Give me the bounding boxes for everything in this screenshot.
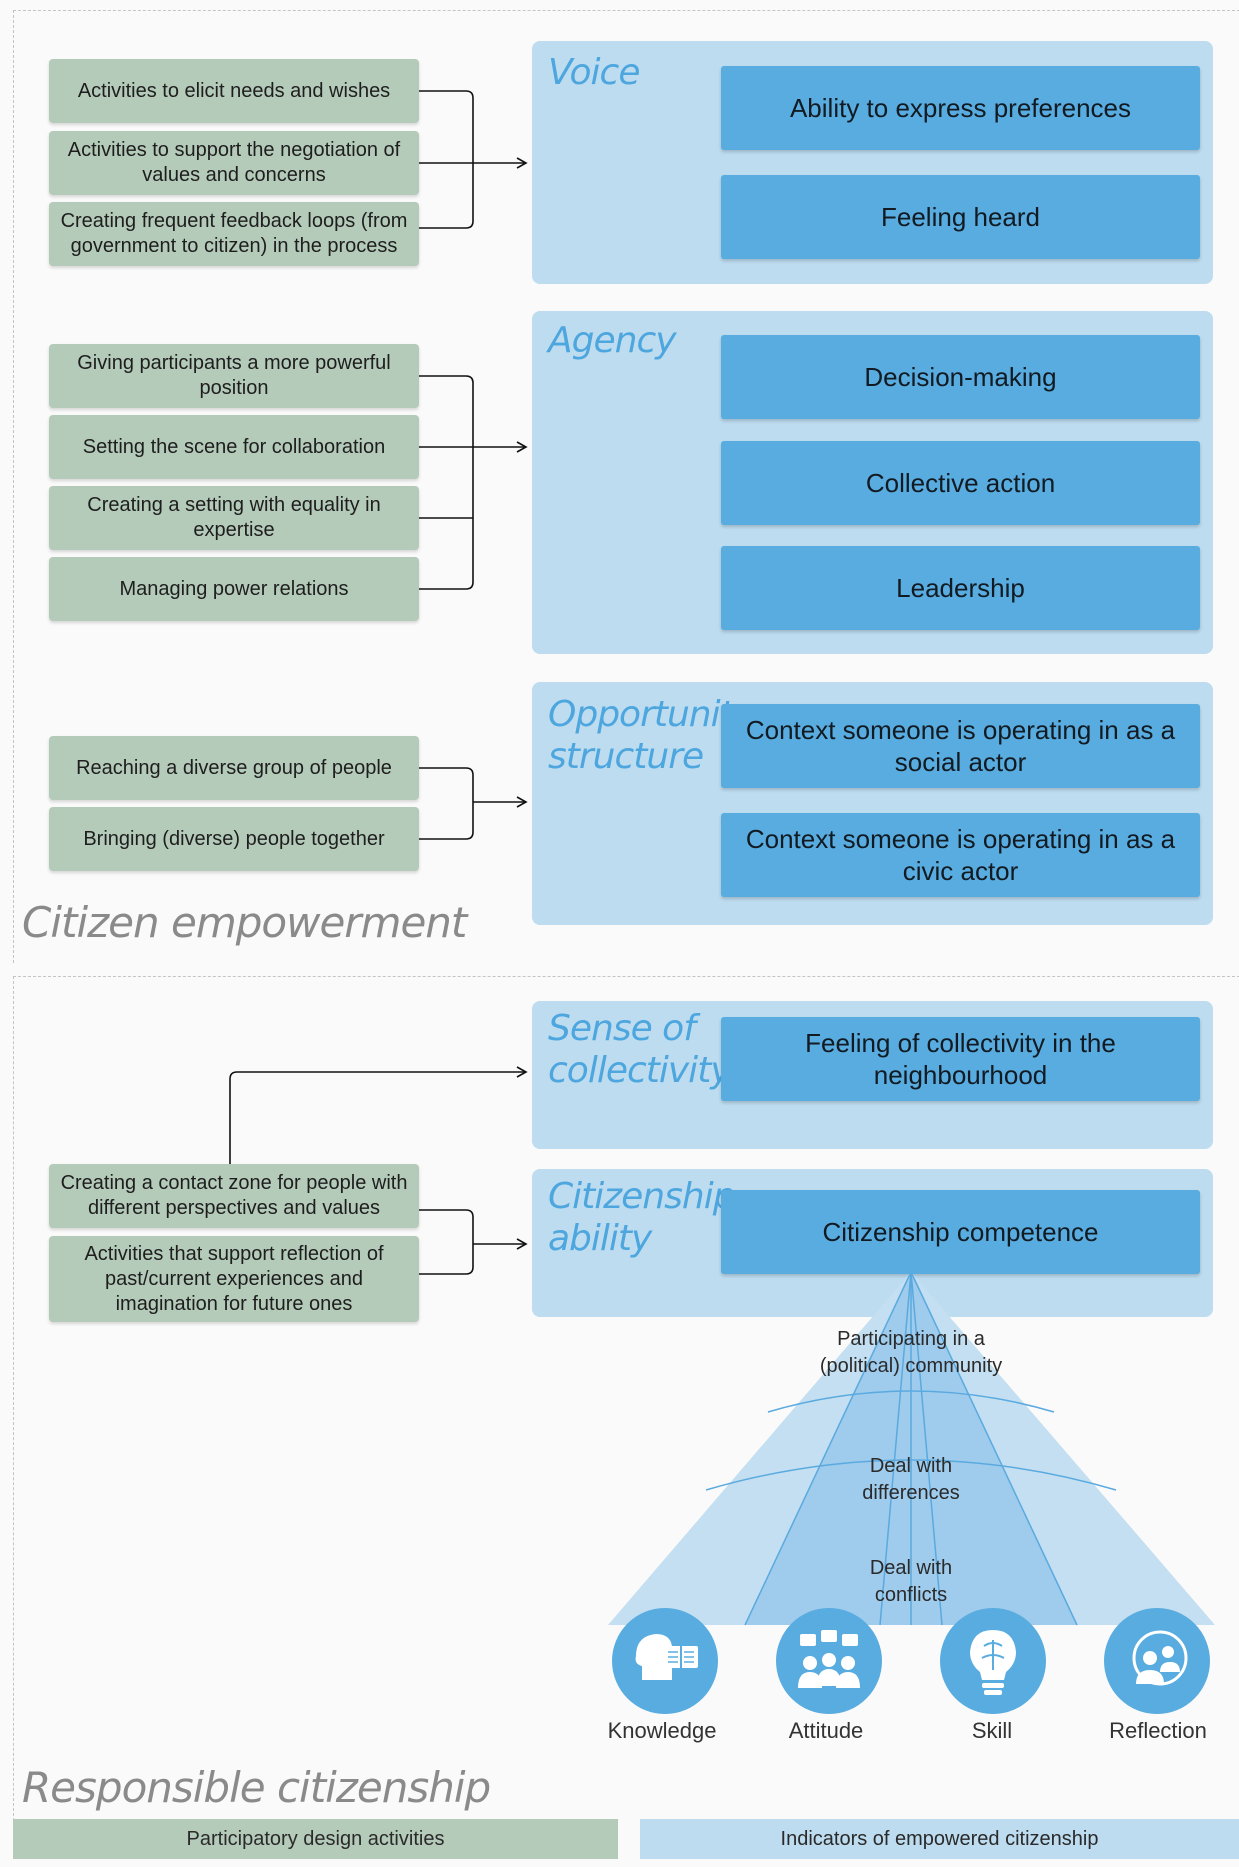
activity-box: Creating frequent feedback loops (from g…	[49, 202, 419, 266]
pyramid-level-label: Deal with differences	[862, 1455, 960, 1504]
citizen-empowerment-section	[13, 10, 1239, 963]
section-title-citizenship: Responsible citizenship	[22, 1763, 491, 1812]
indicator-box: Feeling heard	[721, 175, 1200, 259]
ability-title-line1: Citizenship	[548, 1176, 736, 1217]
activity-box: Activities to support the negotiation of…	[49, 131, 419, 195]
voice-title: Voice	[548, 52, 640, 93]
activity-box: Giving participants a more powerful posi…	[49, 344, 419, 408]
responsible-citizenship-section	[13, 976, 1239, 1821]
collectivity-title-line2: collectivity	[548, 1050, 732, 1091]
activity-box: Managing power relations	[49, 557, 419, 621]
activity-box: Activities to elicit needs and wishes	[49, 59, 419, 123]
opportunity-title: Opportunity structure	[548, 694, 754, 778]
activity-box: Reaching a diverse group of people	[49, 736, 419, 800]
indicator-box: Decision-making	[721, 335, 1200, 419]
lightbulb-brain-icon	[940, 1608, 1046, 1714]
activity-box: Setting the scene for collaboration	[49, 415, 419, 479]
activity-box: Activities that support reflection of pa…	[49, 1236, 419, 1322]
pyramid-level-label: Participating in a (political) community	[819, 1328, 1003, 1377]
ability-title-line2: ability	[548, 1218, 652, 1259]
activity-box: Creating a setting with equality in expe…	[49, 486, 419, 550]
indicator-box: Feeling of collectivity in the neighbour…	[721, 1017, 1200, 1101]
pyramid-level-label: Deal with conflicts	[869, 1557, 953, 1606]
activity-box: Bringing (diverse) people together	[49, 807, 419, 871]
section-title-empowerment: Citizen empowerment	[22, 898, 467, 947]
indicator-box: Collective action	[721, 441, 1200, 525]
component-label-knowledge: Knowledge	[607, 1718, 717, 1743]
indicator-box: Leadership	[721, 546, 1200, 630]
indicator-box: Context someone is operating in as a civ…	[721, 813, 1200, 897]
activity-box: Creating a contact zone for people with …	[49, 1164, 419, 1228]
person-mirror-icon	[1104, 1608, 1210, 1714]
opportunity-title-line2: structure	[548, 736, 704, 777]
component-label-skill: Skill	[971, 1718, 1013, 1743]
legend-indicators: Indicators of empowered citizenship	[640, 1819, 1239, 1859]
ability-title: Citizenship ability	[548, 1176, 736, 1260]
collectivity-title: Sense of collectivity	[548, 1008, 732, 1092]
agency-title: Agency	[548, 320, 677, 361]
people-chat-icon	[776, 1608, 882, 1714]
collectivity-title-line1: Sense of	[548, 1008, 696, 1049]
component-label-reflection: Reflection	[1109, 1718, 1207, 1743]
legend-activities: Participatory design activities	[13, 1819, 618, 1859]
indicator-box: Citizenship competence	[721, 1190, 1200, 1274]
indicator-box: Ability to express preferences	[721, 66, 1200, 150]
indicator-box: Context someone is operating in as a soc…	[721, 704, 1200, 788]
component-label-attitude: Attitude	[788, 1718, 864, 1743]
opportunity-title-line1: Opportunity	[548, 694, 754, 735]
head-book-icon	[612, 1608, 718, 1714]
